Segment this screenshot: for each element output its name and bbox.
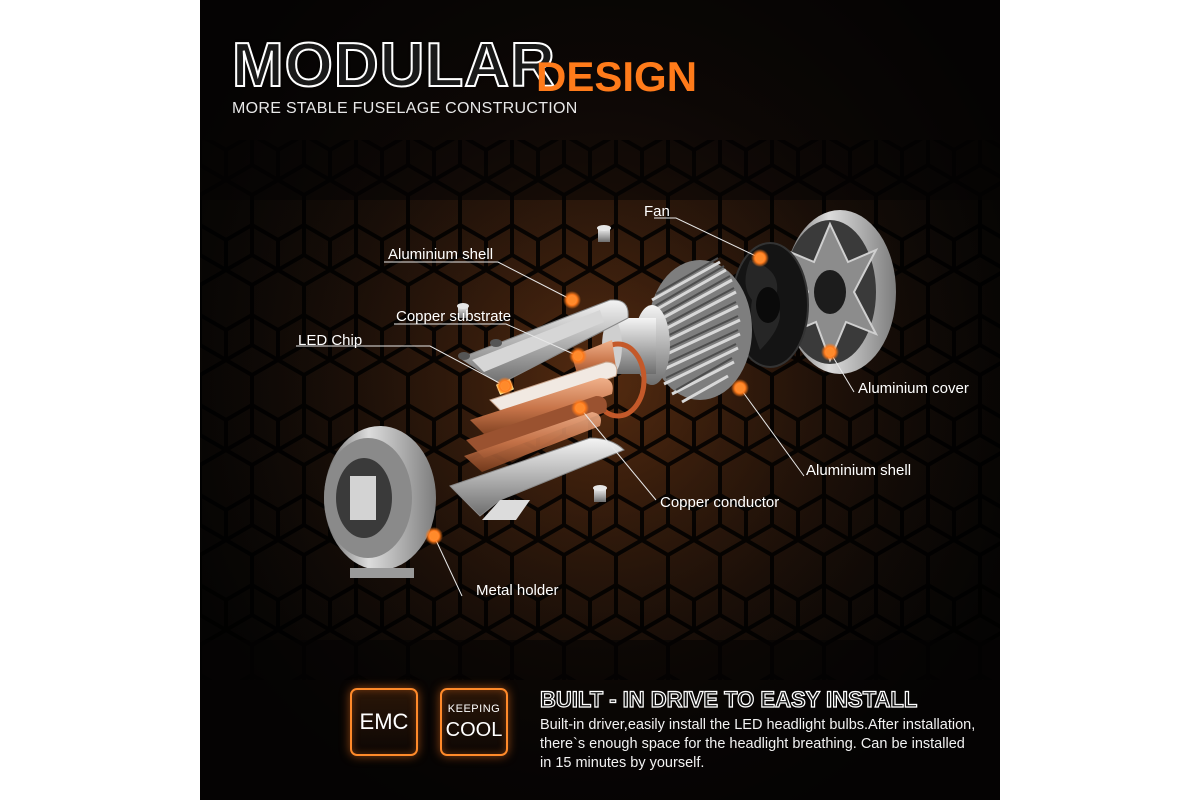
label-metal-holder: Metal holder — [476, 582, 559, 599]
aluminium-shell-bottom-part — [449, 437, 625, 520]
page-subtitle: MORE STABLE FUSELAGE CONSTRUCTION — [232, 100, 578, 117]
cool-badge-text: COOL — [445, 719, 503, 741]
label-led-chip: LED Chip — [298, 332, 363, 349]
screw-part — [457, 225, 611, 502]
metal-holder-part — [324, 426, 436, 578]
emc-badge: EMC — [350, 688, 418, 756]
leader-lines — [296, 217, 855, 597]
feature-description: Built-in driver,easily install the LED h… — [540, 717, 976, 771]
product-panel: MODULAR DESIGN MORE STABLE FUSELAGE CONS… — [200, 0, 1000, 800]
label-aluminium-shell-top: Aluminium shell — [388, 246, 494, 263]
label-aluminium-shell-bottom: Aluminium shell — [806, 462, 912, 479]
keeping-cool-badge: KEEPING COOL — [440, 688, 508, 756]
label-copper-substrate: Copper substrate — [396, 308, 512, 325]
exploded-bulb-diagram — [296, 210, 896, 597]
emc-badge-text: EMC — [359, 709, 409, 734]
marker-dots — [425, 249, 839, 545]
label-aluminium-cover: Aluminium cover — [858, 380, 969, 397]
aluminium-shell-top-part — [458, 299, 629, 385]
label-fan: Fan — [644, 203, 670, 220]
keeping-badge-text: KEEPING — [447, 703, 501, 715]
heatsink-part — [602, 257, 752, 404]
title-design: DESIGN — [536, 53, 698, 100]
feature-title: BUILT - IN DRIVE TO EASY INSTALL — [539, 686, 918, 712]
aluminium-cover-part — [784, 210, 896, 374]
label-copper-conductor: Copper conductor — [660, 494, 780, 511]
copper-substrate-part — [464, 361, 618, 472]
title-modular: MODULAR — [231, 30, 556, 101]
